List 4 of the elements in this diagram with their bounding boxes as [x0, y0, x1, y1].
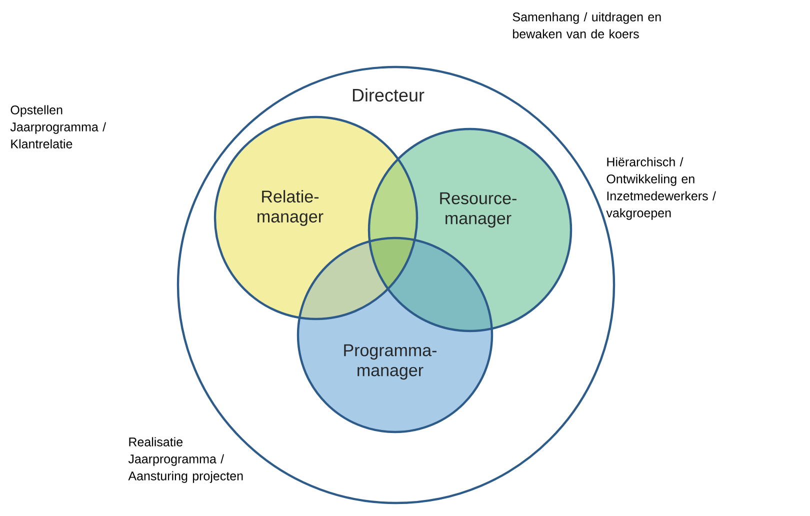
annotation: Samenhang / uitdragen en bewaken van de koers [512, 12, 661, 38]
annotation: Opstellen Jaarprogramma / Klantrelatie [10, 105, 106, 148]
annotation: Hiërarchisch / Ontwikkeling en Inzetmedewerkers / vakgroepen [606, 157, 716, 220]
annotation: Realisatie Jaarprogramma / Aansturing projecten [128, 437, 243, 483]
